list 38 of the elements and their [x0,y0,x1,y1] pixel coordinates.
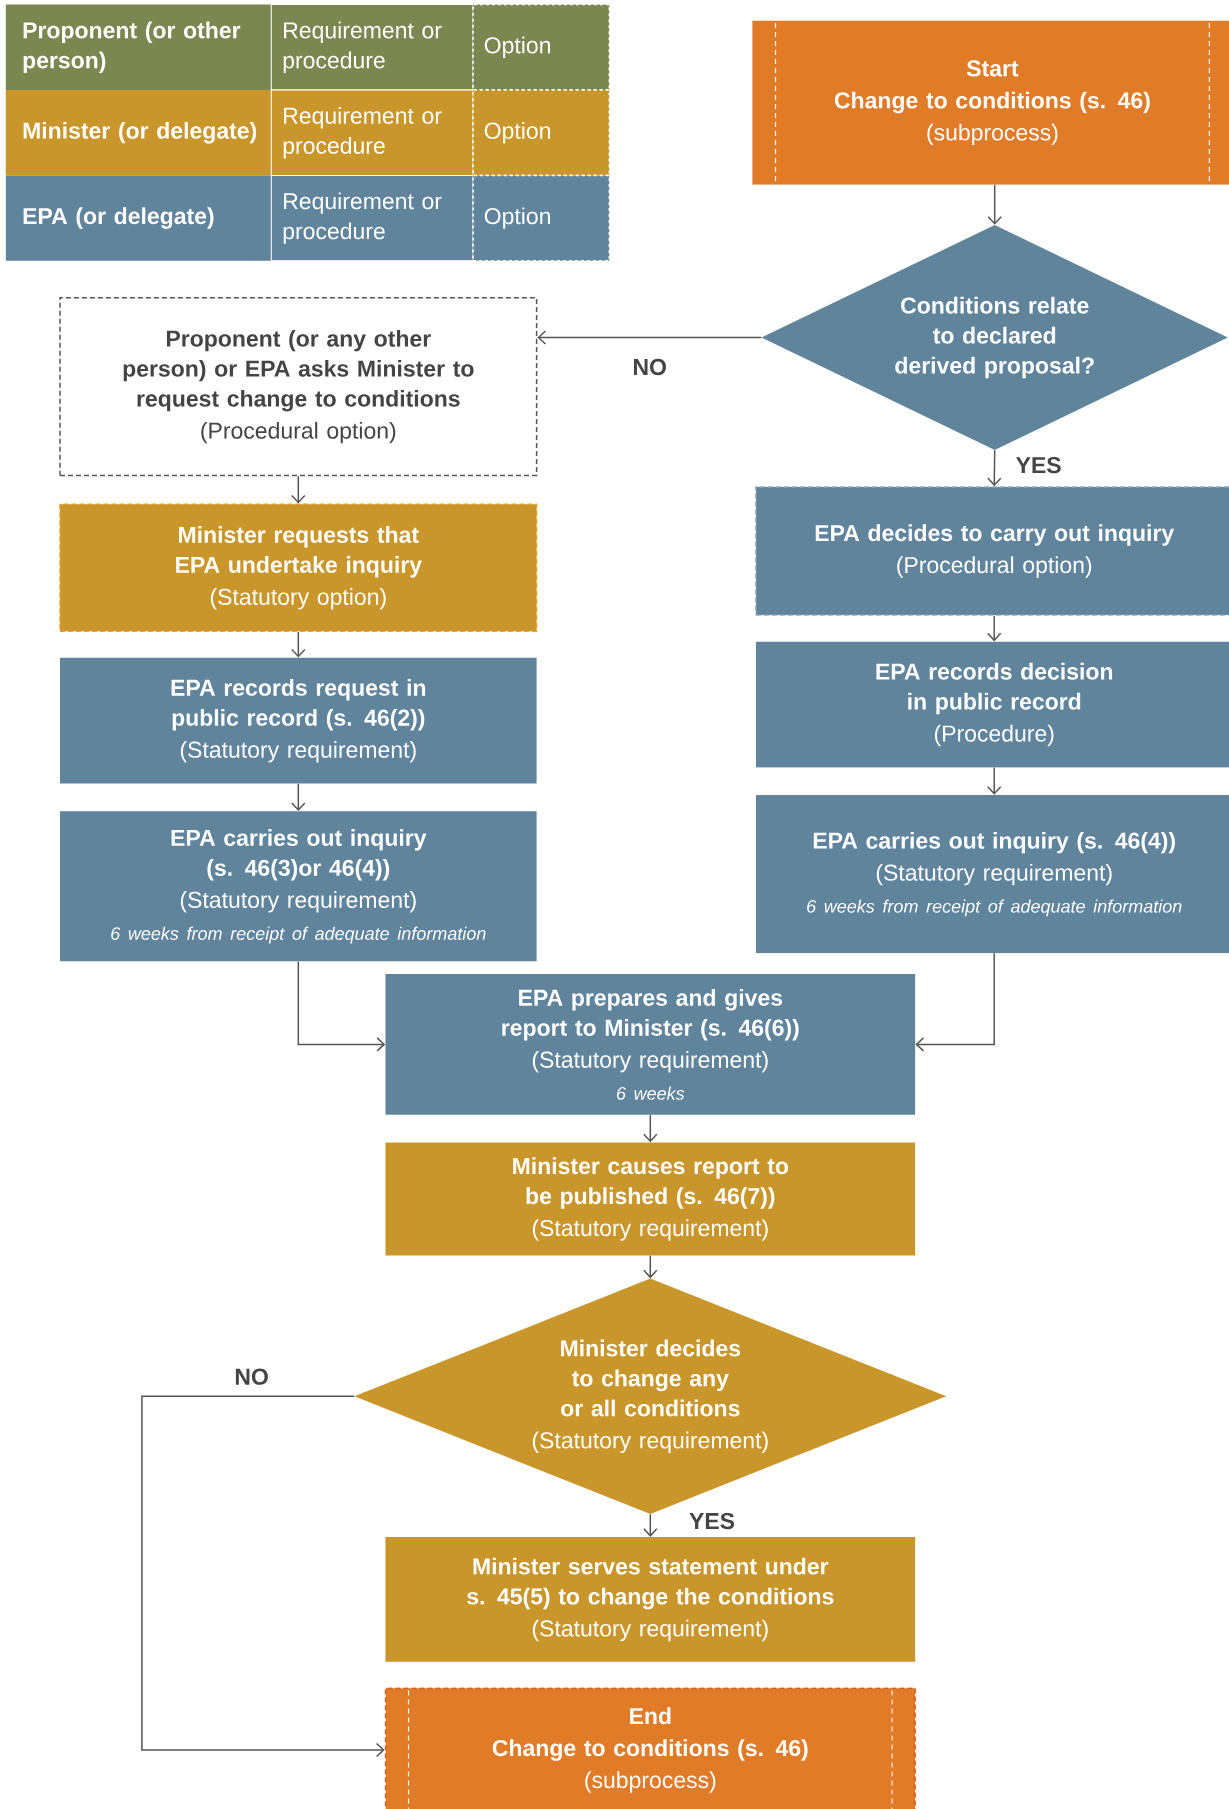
process-box: EPA records decision in public record (Procedure) [755,641,1229,768]
arrow [141,1395,385,1758]
requirement-cell: Requirement or procedure [270,4,474,91]
option-cell: Option [472,3,611,91]
requirement-cell: Requirement or procedure [270,89,474,176]
requirement-cell: Requirement or procedure [270,174,474,262]
arrow [986,766,1002,795]
arrow [643,1513,658,1537]
subprocess-box: End Change to conditions (s. 46) (subprocess) [384,1687,916,1809]
arrow [986,615,1002,642]
option-cell: Option [472,89,611,177]
process-box: Proponent (or any other person) or EPA asks Minister to request change to conditions (Procedural option) [59,297,538,477]
subprocess-box: Start Change to conditions (s. 46) (subprocess) [752,20,1229,185]
edge-label: YES [1013,454,1064,476]
edge-label: NO [232,1366,271,1387]
legend-label: EPA (or delegate) [23,207,214,229]
legend-label: Proponent (or other person) [23,21,241,73]
arrow [987,184,1002,225]
arrow [537,330,763,345]
legend-label: Minister (or delegate) [23,121,257,144]
arrow [643,1255,658,1279]
process-box: EPA records request in public record (s. 46(2)) (Statutory requirement) [60,657,537,784]
arrow [987,449,1002,487]
arrow [915,952,995,1052]
arrow [643,1114,658,1143]
arrow [291,475,306,504]
process-box: EPA decides to carry out inquiry (Procedural option) [755,486,1229,616]
arrow [297,960,386,1052]
process-box: EPA prepares and gives report to Minister (s. 46(6)) (Statutory requirement) 6 weeks [385,974,916,1115]
process-box: EPA carries out inquiry (s. 46(4)) (Statutory requirement) 6 weeks from receipt of adequate information [755,795,1229,954]
arrow [291,783,306,812]
arrow [291,631,306,658]
process-box: Minister causes report to be published (s. 46(7)) (Statutory requirement) [385,1142,916,1256]
process-box: EPA carries out inquiry (s. 46(3)or 46(4)) (Statutory requirement) 6 weeks from receipt of adequate information [60,811,537,962]
edge-label: NO [630,356,669,378]
process-box: Minister serves statement under s. 45(5) to change the conditions (Statutory requirement) [385,1537,916,1662]
process-box: Minister requests that EPA undertake inquiry (Statutory option) [59,503,538,632]
option-cell: Option [472,174,611,262]
